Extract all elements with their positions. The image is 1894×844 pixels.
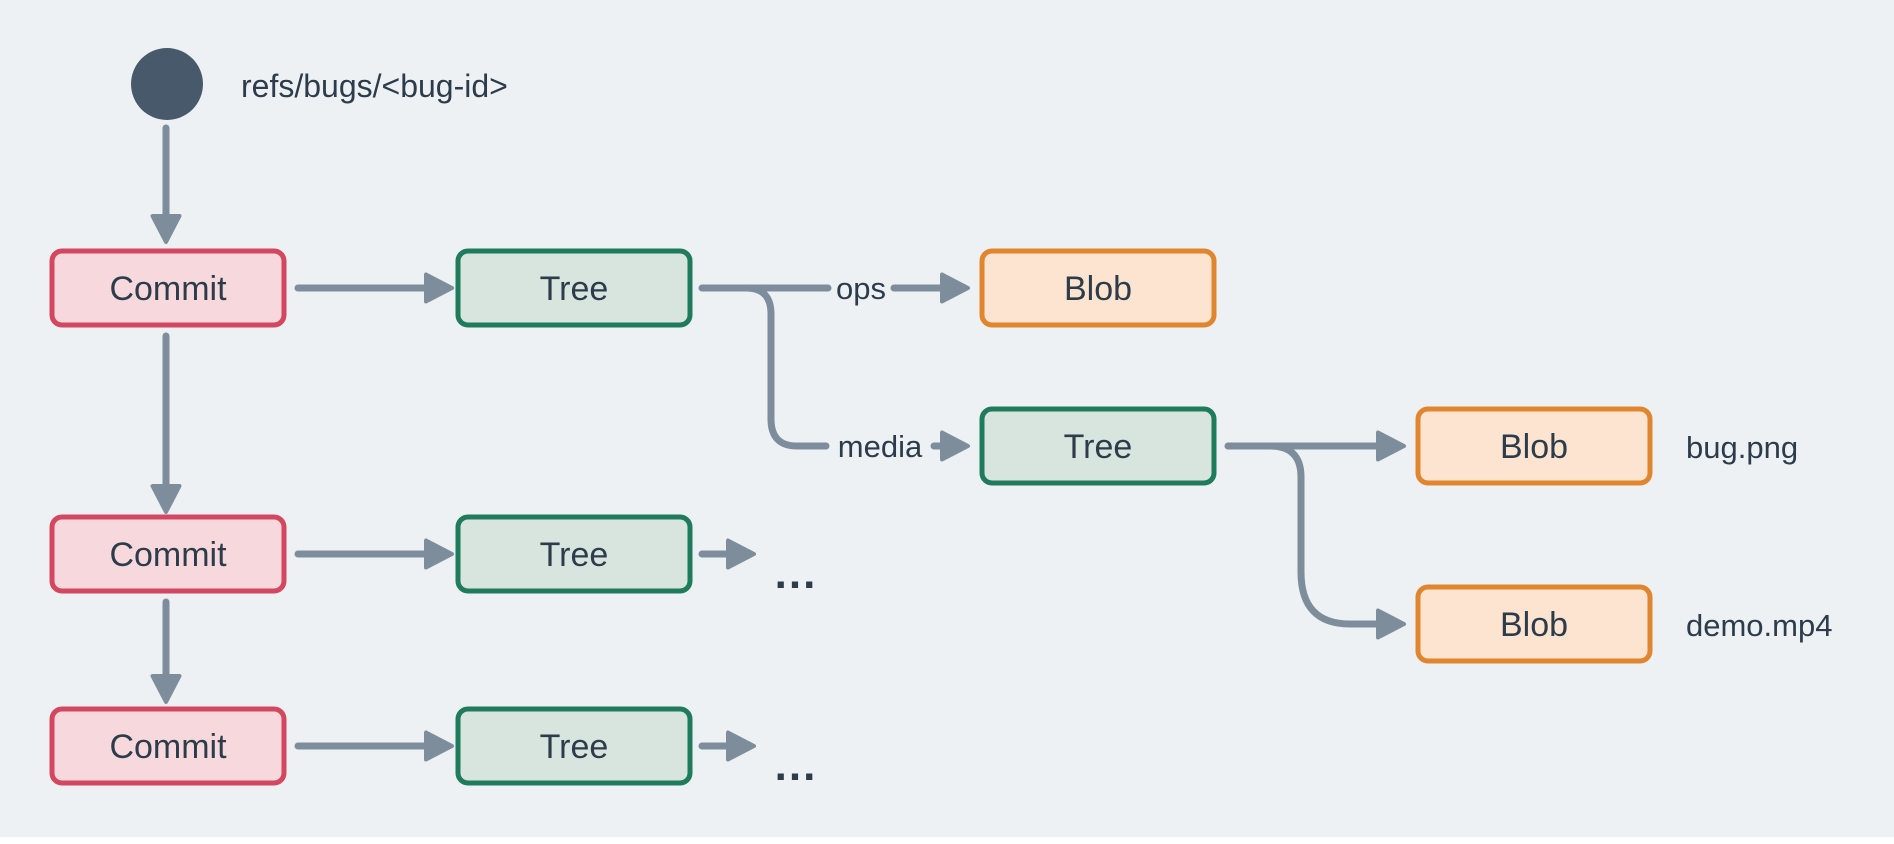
blob-node-ops-box <box>979 248 1217 328</box>
commit-node-2-box <box>49 514 287 594</box>
arrowhead-right-icon <box>1376 430 1406 462</box>
edge-tree2-blob3-shaft <box>1266 442 1382 628</box>
tree-node-2-label: Tree <box>540 536 609 574</box>
arrowhead-right-icon <box>726 538 756 570</box>
file-label-demo-mp4: demo.mp4 <box>1686 608 1832 643</box>
ellipsis-row3: ... <box>775 741 818 790</box>
arrowhead-right-icon <box>424 538 454 570</box>
edge-tree1-media-branch <box>742 284 830 450</box>
edge-tree4-more <box>698 730 756 762</box>
commit-node-3-label: Commit <box>109 728 227 766</box>
arrowhead-right-icon <box>424 272 454 304</box>
arrowhead-down-icon <box>150 484 182 514</box>
file-label-bug-png: bug.png <box>1686 430 1798 465</box>
tree-node-3: Tree <box>455 706 693 786</box>
ref-label: refs/bugs/<bug-id> <box>241 68 508 104</box>
edge-commit2-commit3 <box>150 598 182 704</box>
tree-node-media-label: Tree <box>1064 428 1133 466</box>
blob-node-bug-png-label: Blob <box>1500 428 1568 466</box>
edge-commit2-tree3 <box>294 538 454 570</box>
edge-tree2-blob2 <box>1224 430 1406 462</box>
ref-circle <box>131 48 203 120</box>
blob-node-ops-label: Blob <box>1064 270 1132 308</box>
tree-node-3-box <box>455 706 693 786</box>
arrowhead-right-icon <box>726 730 756 762</box>
edge-label-media: media <box>838 429 923 464</box>
edge-media-tree2 <box>930 430 970 462</box>
commit-node-2: Commit <box>49 514 287 594</box>
edge-label-ops: ops <box>836 271 886 306</box>
page-bottom-strip <box>0 837 1894 844</box>
ellipsis-row2: ... <box>775 549 818 598</box>
edge-ref-commit1 <box>150 124 182 244</box>
arrowhead-down-icon <box>150 214 182 244</box>
tree-node-3-label: Tree <box>540 728 609 766</box>
edge-tree3-more <box>698 538 756 570</box>
blob-node-demo-mp4-label: Blob <box>1500 606 1568 644</box>
edge-ops-blob1 <box>890 272 970 304</box>
commit-node-1: Commit <box>49 248 287 328</box>
edge-commit1-commit2 <box>150 332 182 514</box>
arrowhead-right-icon <box>424 730 454 762</box>
commit-node-3-box <box>49 706 287 786</box>
tree-node-2-box <box>455 514 693 594</box>
commit-node-1-label: Commit <box>109 270 227 308</box>
tree-node-2: Tree <box>455 514 693 594</box>
arrowhead-right-icon <box>940 430 970 462</box>
tree-node-media-box <box>979 406 1217 486</box>
edge-tree2-blob3 <box>1266 442 1406 640</box>
tree-node-1-label: Tree <box>540 270 609 308</box>
blob-node-bug-png: Blob <box>1415 406 1653 486</box>
tree-node-media: Tree <box>979 406 1217 486</box>
blob-node-demo-mp4: Blob <box>1415 584 1653 664</box>
arrowhead-right-icon <box>1376 608 1406 640</box>
edge-commit1-tree1 <box>294 272 454 304</box>
arrowhead-right-icon <box>940 272 970 304</box>
edge-commit3-tree4 <box>294 730 454 762</box>
arrowhead-down-icon <box>150 674 182 704</box>
commit-node-3: Commit <box>49 706 287 786</box>
commit-node-2-label: Commit <box>109 536 227 574</box>
commit-node-1-box <box>49 248 287 328</box>
blob-node-bug-png-box <box>1415 406 1653 486</box>
tree-node-1: Tree <box>455 248 693 328</box>
tree-node-1-box <box>455 248 693 328</box>
blob-node-ops: Blob <box>979 248 1217 328</box>
blob-node-demo-mp4-box <box>1415 584 1653 664</box>
